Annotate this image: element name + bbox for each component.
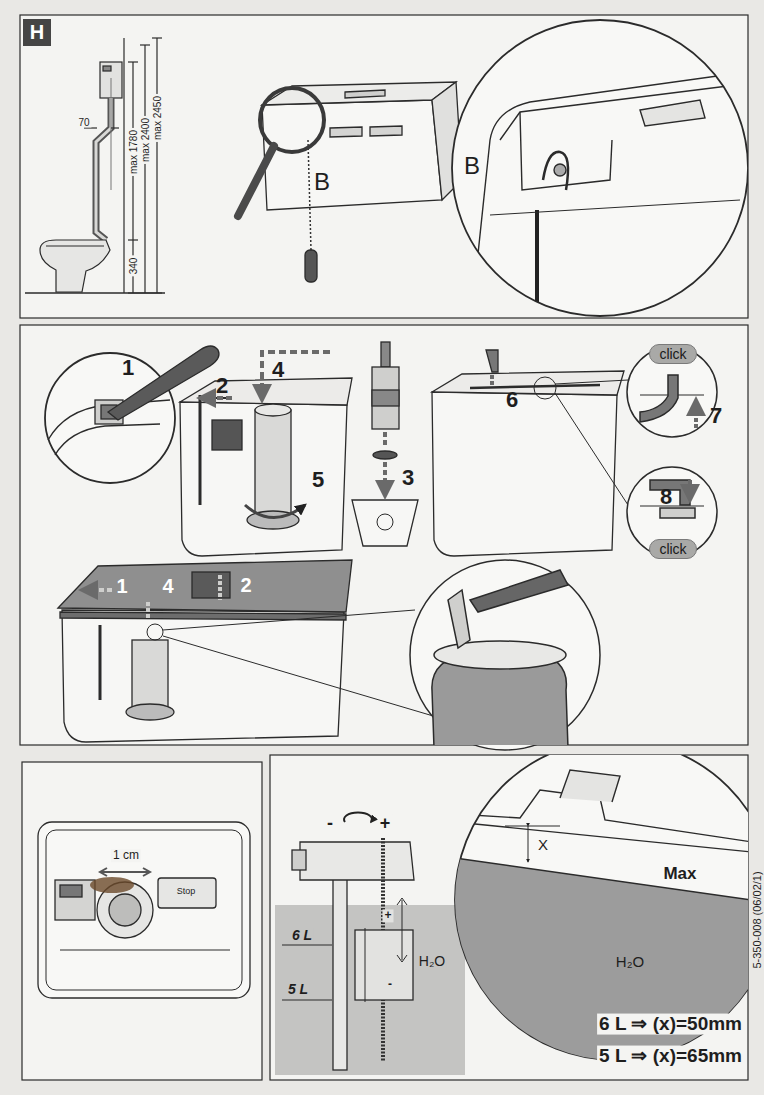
callout-number: 1 [114,575,129,597]
setting-note: 5 L ⇒ (x)=65mm [597,1046,744,1067]
node-text: H [30,21,44,44]
adjust-sign: - [386,978,394,991]
dimension: max 2450 [152,94,163,142]
callout-number: 2 [238,574,253,596]
part-letter: B [462,153,482,179]
callout-number: 8 [658,485,674,509]
dimension: 340 [128,256,139,277]
button-label: Stop [175,887,198,897]
setting-note: 6 L ⇒ (x)=50mm [597,1014,744,1035]
callout-number: 4 [270,358,286,382]
step-letter-box: H [21,17,53,48]
dimension: max 2400 [140,116,151,164]
water-label: H₂O [614,954,646,971]
dimension: max 1780 [128,128,139,176]
callout-number: 2 [214,374,230,398]
volume-mark: 5 L [286,982,310,997]
adjust-sign: + [382,909,393,922]
callout-number: 4 [160,575,175,597]
click-badge: click [649,539,696,559]
level-mark: Max [661,865,698,884]
node-text: click [659,541,686,557]
part-letter: B [312,169,332,195]
callout-number: 5 [310,468,326,492]
adjust-sign: + [378,814,393,834]
dimension: 70 [76,117,91,128]
distance-label: 1 cm [111,849,141,862]
callout-number: 3 [400,466,416,490]
click-badge: click [649,344,696,364]
callout-number: 7 [708,404,724,428]
dimension-letter: X [536,837,550,854]
document-code: 5-350-008 (06/02/1) [751,869,763,970]
callout-number: 6 [504,388,520,412]
adjust-sign: - [325,814,335,834]
node-text: click [659,346,686,362]
volume-mark: 6 L [290,928,314,943]
callout-number: 1 [120,356,136,380]
water-label: H₂O [417,954,447,969]
